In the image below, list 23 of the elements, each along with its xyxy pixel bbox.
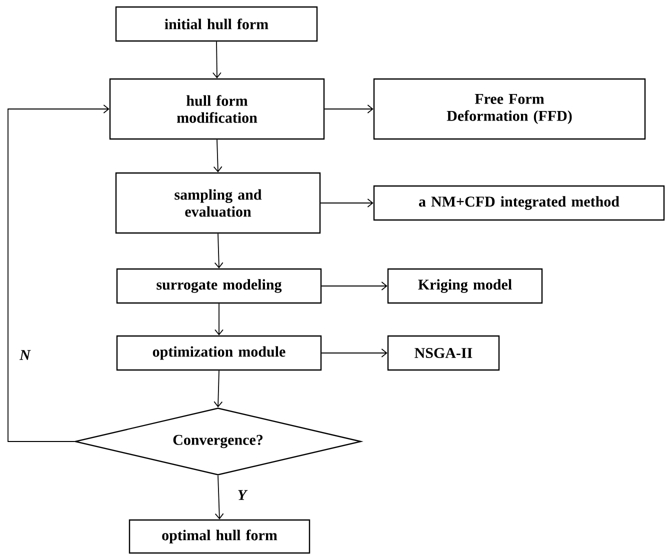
arrow xyxy=(214,475,224,520)
arrow xyxy=(324,104,374,114)
process-box: optimization module xyxy=(116,335,322,371)
arrow xyxy=(213,139,222,172)
edge-label: Y xyxy=(236,489,248,501)
arrow xyxy=(321,348,388,358)
process-box: a NM+CFD integrated method xyxy=(373,185,665,221)
process-box: Kriging model xyxy=(387,268,543,304)
arrow xyxy=(8,104,110,442)
arrow xyxy=(212,41,222,78)
arrow xyxy=(214,303,224,336)
arrow xyxy=(320,198,374,208)
process-box: initial hull form xyxy=(115,6,318,42)
edge-label: N xyxy=(18,349,32,361)
arrow xyxy=(214,370,223,408)
arrow xyxy=(214,233,224,268)
process-box: NSGA-II xyxy=(387,335,500,371)
process-box: optimal hull form xyxy=(128,519,310,554)
process-box: surrogate modeling xyxy=(116,268,322,304)
process-box: sampling and evaluation xyxy=(115,172,321,234)
process-box: hull form modification xyxy=(109,78,325,140)
arrow xyxy=(321,282,388,290)
process-box: Free Form Deformation (FFD) xyxy=(373,78,646,140)
